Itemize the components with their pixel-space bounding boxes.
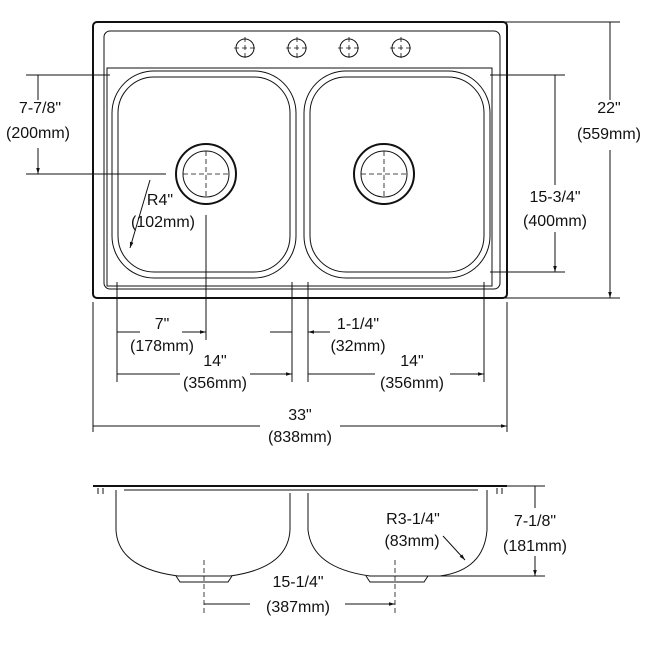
sink-top-view: [92, 21, 508, 299]
dim-r3-1-4-mm: (83mm): [384, 533, 439, 550]
right-bowl: [303, 70, 491, 279]
dim-15-3-4-in: 15-3/4": [529, 189, 580, 206]
dim-22-in: 22": [597, 100, 620, 117]
dim-14-left-mm: (356mm): [183, 375, 247, 392]
sink-side-view: [93, 485, 507, 583]
faucet-holes: [234, 37, 412, 59]
dim-7-mm: (178mm): [130, 338, 194, 355]
dim-1-1-4-in: 1-1/4": [337, 316, 379, 333]
dimension-lines: [26, 21, 620, 432]
dim-14-left-in: 14": [203, 353, 226, 370]
dim-7-1-8-in: 7-1/8": [514, 513, 556, 530]
dim-r4-mm: (102mm): [131, 214, 195, 231]
dim-14-right-mm: (356mm): [380, 375, 444, 392]
dim-r3-1-4-in: R3-1/4": [386, 511, 440, 528]
left-drain-icon: [175, 143, 237, 205]
dim-15-1-4-mm: (387mm): [266, 599, 330, 616]
dim-7-7-8-mm: (200mm): [6, 125, 70, 142]
dim-33-in: 33": [288, 407, 311, 424]
dim-15-1-4-in: 15-1/4": [272, 574, 323, 591]
dim-22-mm: (559mm): [577, 126, 641, 143]
dim-14-right-in: 14": [400, 353, 423, 370]
dim-7-in: 7": [155, 316, 170, 333]
dim-7-1-8-mm: (181mm): [503, 538, 567, 555]
right-drain-icon: [353, 143, 415, 205]
dim-15-3-4-mm: (400mm): [523, 213, 587, 230]
dim-r4-in: R4": [147, 192, 173, 209]
dim-7-7-8-in: 7-7/8": [19, 100, 61, 117]
dim-33-mm: (838mm): [268, 429, 332, 446]
dim-1-1-4-mm: (32mm): [330, 338, 385, 355]
